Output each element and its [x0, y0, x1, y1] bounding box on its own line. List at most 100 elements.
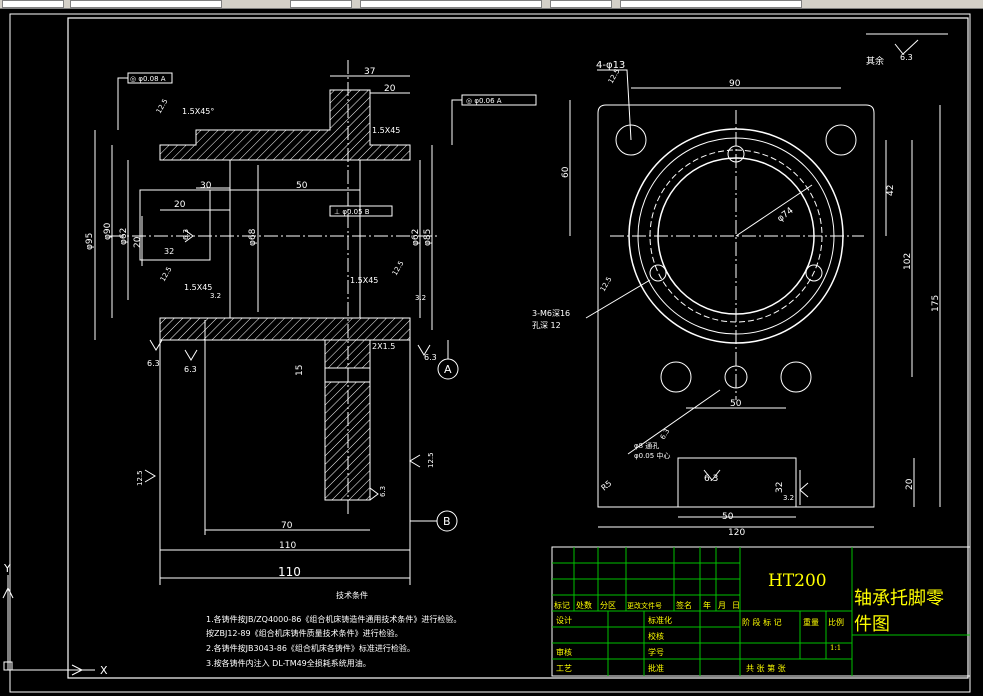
dim-70: 70: [281, 521, 293, 531]
base-plate-outline: [597, 104, 875, 508]
title-block-text: HT200 轴承托脚零 件图 标记 处数 分区 更改文件号 签名 年 月 日 设…: [554, 571, 944, 673]
inner-frame: [67, 17, 969, 679]
layer-name-field[interactable]: [70, 0, 222, 8]
mount-hole-br: [780, 361, 812, 393]
tb-ratio: 比例: [828, 617, 844, 627]
tb-check: 校核: [648, 631, 664, 641]
material-label: HT200: [768, 571, 827, 591]
r5-label: R5: [600, 479, 614, 493]
roughness-label-8: 6.3: [379, 486, 387, 497]
tb-standard: 标准化: [648, 615, 672, 625]
dim-boss-20: 20: [133, 236, 143, 248]
left-view-labels: 37 20 30 50 20 70 110 110 15 φ95 φ90 φ62…: [85, 67, 502, 579]
dim-32: 32: [775, 482, 785, 493]
tech-req-item-1: 1.各铸件按JB/ZQ4000-86《组合机床铸造件通用技术条件》进行检验。: [206, 614, 461, 624]
dim-37: 37: [364, 67, 375, 77]
ucs-icon: [2, 575, 95, 676]
dim-dia62: φ62: [119, 228, 129, 245]
dim-110b: 110: [278, 565, 301, 579]
pin-label-1: φ8 通孔: [634, 441, 659, 450]
tb-count: 处数: [576, 600, 592, 610]
holes-label: 4-φ13: [596, 60, 625, 71]
part-name-line-1: 轴承托脚零: [854, 588, 944, 609]
linetype-dropdown[interactable]: [360, 0, 542, 8]
roughness-label-3: 3.2: [210, 292, 221, 300]
thread-label-1: 3-M6深16: [532, 309, 570, 318]
tb-month: 月: [718, 601, 726, 610]
tb-sign: 签名: [676, 600, 692, 610]
tb-change: 更改文件号: [627, 601, 662, 610]
dim-50b: 50: [722, 512, 734, 522]
dim-dia95: φ95: [85, 233, 95, 250]
tolerance-2-text: ◎ φ0.06 A: [466, 97, 502, 105]
datum-b-label: B: [443, 515, 451, 528]
roughness-label-11: 6.3: [182, 229, 190, 240]
tb-review: 审核: [556, 647, 572, 657]
tb-approve: 批准: [648, 663, 664, 673]
dim-dia90: φ90: [103, 222, 113, 240]
roughness-label-1: 12.5: [155, 97, 170, 115]
roughness-label-4: 12.5: [159, 265, 174, 283]
roughness-label-12: 12.5: [391, 259, 406, 277]
bottom-slot: [677, 457, 797, 508]
dim-50: 50: [296, 181, 308, 191]
roughness-label-2: 6.3: [147, 359, 160, 368]
roughness-label-7: 6.3: [424, 353, 437, 362]
rv-roughness-2: 12.5: [599, 275, 614, 293]
drawing-canvas[interactable]: 37 20 30 50 20 70 110 110 15 φ95 φ90 φ62…: [0, 8, 983, 696]
dim-dia85: φ85: [423, 229, 433, 246]
tolerance-1-text: ◎ φ0.08 A: [130, 75, 166, 83]
tb-year: 年: [703, 600, 711, 610]
part-name-line-2: 件图: [854, 614, 890, 635]
roughness-label-9: 12.5: [136, 470, 144, 486]
mount-hole-bl: [660, 361, 692, 393]
plotstyle-dropdown[interactable]: [620, 0, 802, 8]
roughness-label-5: 6.3: [184, 365, 197, 374]
rv-roughness-5: 3.2: [783, 494, 794, 502]
roughness-label-6: 3.2: [415, 294, 426, 302]
ucs-x-label: X: [100, 664, 108, 677]
mount-hole-tl: [615, 124, 647, 156]
layer-dropdown[interactable]: [2, 0, 64, 8]
datum-a-label: A: [444, 363, 452, 376]
title-block: [551, 546, 971, 677]
ucs-y-label: Y: [3, 562, 11, 575]
thread-label-2: 孔深 12: [532, 321, 561, 330]
groove-label: 2X1.5: [372, 342, 395, 351]
tb-learn: 学号: [648, 647, 664, 657]
tolerance-frame-3: [329, 205, 393, 217]
roughness-32: 32: [164, 247, 174, 256]
dim-50: 50: [730, 399, 742, 409]
tb-craft: 工艺: [556, 664, 572, 673]
tb-scale-value: 1:1: [830, 644, 841, 652]
dim-30: 30: [200, 181, 212, 191]
tb-day: 日: [732, 601, 740, 610]
color-dropdown[interactable]: [290, 0, 352, 8]
dim-dia74: φ74: [776, 206, 796, 225]
outer-frame: [9, 13, 971, 693]
tech-req-item-2: 按ZBJ12-89《组合机床铸件质量技术条件》进行检验。: [206, 628, 403, 638]
rv-roughness-3: 6.3: [659, 427, 671, 441]
tb-weight: 重量: [803, 617, 819, 627]
dim-175: 175: [931, 295, 941, 312]
right-view-labels: 4-φ13 90 60 42 102 175 φ74 50 50 120 20 …: [532, 53, 941, 538]
rv-roughness-4: 6.3: [704, 474, 718, 484]
roughness-label-10: 12.5: [427, 452, 435, 468]
tech-req-item-3: 2.各铸件按JB3043-86《组合机床各铸件》标准进行检验。: [206, 643, 415, 653]
dim-120: 120: [728, 528, 745, 538]
tb-zone: 分区: [600, 601, 616, 610]
chamfer-label-1: 1.5X45°: [182, 107, 214, 116]
cad-toolbar-strip: [0, 0, 983, 9]
dim-15: 15: [295, 365, 305, 376]
dim-110a: 110: [279, 541, 296, 551]
tb-mark: 标记: [554, 600, 570, 610]
roughness-note-label: 其余: [866, 55, 884, 67]
dim-dia62-right: φ62: [411, 229, 421, 246]
chamfer-label-4: 1.5X45: [184, 283, 212, 292]
dim-20: 20: [905, 478, 915, 490]
chamfer-label-3: 1.5X45: [350, 276, 378, 285]
lineweight-dropdown[interactable]: [550, 0, 612, 8]
tb-stage: 阶 段 标 记: [742, 617, 782, 627]
dim-102: 102: [903, 253, 913, 270]
tech-req-item-4: 3.按各铸件内注入 DL-TM49全损耗系统用油。: [206, 658, 371, 668]
